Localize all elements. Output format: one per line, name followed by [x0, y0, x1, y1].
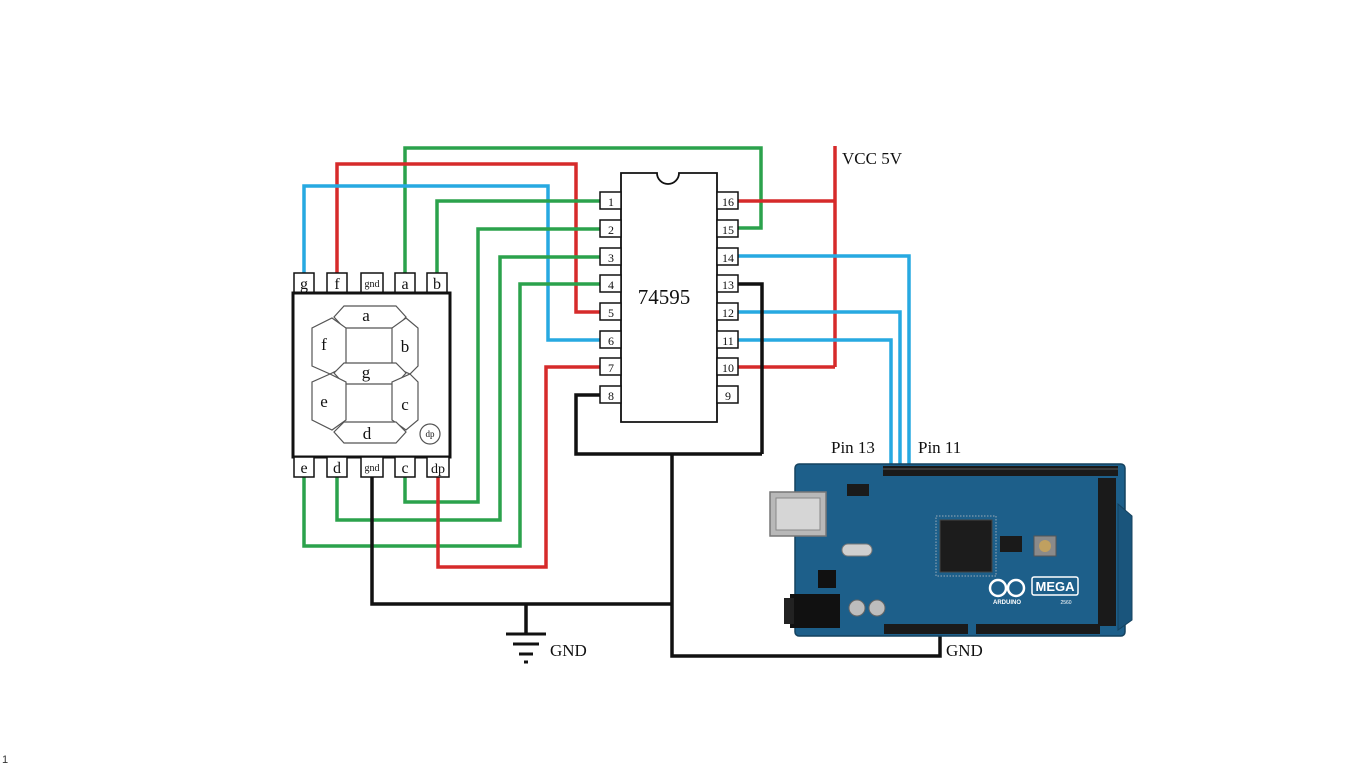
chip-pin-14: 14 [722, 251, 734, 265]
wire-d-to-pin3 [335, 255, 600, 522]
display-pin-dp-box [426, 456, 450, 478]
display-pin-f: f [334, 276, 340, 293]
arduino-logo-left [988, 578, 1008, 598]
wire-a-to-pin15 [403, 146, 763, 273]
wire-e-to-pin4 [302, 282, 600, 548]
pin11-label: Pin 11 [918, 438, 961, 457]
wire-f-to-pin5 [335, 162, 600, 314]
seven-segment-display: g f gnd a b a b c d e f g dp e d gnd c d… [291, 272, 452, 478]
display-pin-d: d [333, 460, 341, 477]
display-pin-gnd-bottom-box [360, 456, 384, 478]
chip-body [620, 172, 718, 423]
segment-e-label: e [320, 392, 328, 411]
analog-header [976, 624, 1100, 634]
segment-g-label: g [362, 363, 371, 382]
chip-pin-8: 8 [608, 389, 614, 403]
segment-d [333, 421, 407, 444]
arduino-mega-board: ARDUINO MEGA 2560 [769, 463, 1133, 637]
segment-d-label: d [363, 424, 372, 443]
atmega-chip [939, 519, 993, 573]
chip-pin-9: 9 [725, 389, 731, 403]
digital-header-top [883, 466, 1118, 476]
segment-f-label: f [321, 335, 327, 354]
display-pin-e-box [293, 456, 315, 478]
slide-number: 1 [2, 754, 9, 766]
arduino-logo-right [1006, 578, 1026, 598]
chip-pin-5: 5 [608, 306, 614, 320]
chip-name: 74595 [638, 285, 691, 309]
power-jack [790, 594, 840, 628]
display-pin-gnd-bottom: gnd [365, 463, 380, 474]
wire-g-to-pin6 [302, 184, 600, 342]
arduino-model: MEGA [1036, 579, 1076, 594]
chip-pin-4: 4 [608, 278, 614, 292]
wire-pin13-gnd [738, 282, 764, 454]
segment-b-label: b [401, 337, 410, 356]
chip-pin-6: 6 [608, 334, 614, 348]
gnd-symbol-label: GND [550, 641, 587, 660]
wire-pin12-arduino [738, 310, 902, 466]
chip-pin-2: 2 [608, 223, 614, 237]
digital-header-right [1098, 478, 1116, 626]
wire-pin11-arduino [738, 338, 893, 466]
chip-pin-15: 15 [722, 223, 734, 237]
wire-pin14-arduino [738, 254, 911, 466]
segment-a-label: a [362, 306, 370, 325]
segment-dp-label: dp [426, 429, 436, 439]
display-pin-e: e [300, 460, 307, 477]
arduino-brand: ARDUINO [993, 600, 1021, 606]
pin13-label: Pin 13 [831, 438, 875, 457]
chip-pin-11: 11 [722, 334, 734, 348]
chip-pin-10: 10 [722, 361, 734, 375]
display-pin-b: b [433, 276, 441, 293]
segment-a [333, 305, 407, 329]
ground-symbol [506, 632, 546, 664]
wire-dp-to-pin7 [436, 365, 600, 569]
segment-c-label: c [401, 395, 409, 414]
wire-pin8-gnd [574, 393, 762, 456]
power-header [884, 624, 968, 634]
segment-c [391, 373, 419, 431]
chip-pin-1: 1 [608, 195, 614, 209]
chip-pin-12: 12 [722, 306, 734, 320]
display-pin-c-box [394, 456, 416, 478]
wire-b-to-pin1 [435, 199, 600, 273]
wire-gnd-vertical [670, 454, 942, 658]
segment-e [311, 373, 347, 431]
chip-pin-13: 13 [722, 278, 734, 292]
display-pin-g: g [300, 276, 308, 293]
segment-dp [419, 423, 441, 445]
display-pin-d-box [326, 456, 348, 478]
display-pin-dp: dp [431, 462, 445, 477]
shift-register-chip: 74595 1 2 3 4 5 6 7 8 16 15 14 13 12 11 … [599, 172, 739, 423]
wires [302, 146, 942, 658]
wire-display-gnd [370, 477, 672, 606]
chip-pin-3: 3 [608, 251, 614, 265]
vcc-label: VCC 5V [842, 149, 903, 168]
arduino-model-number: 2560 [1060, 600, 1071, 606]
chip-pin-7: 7 [608, 361, 614, 375]
chip-pin-16: 16 [722, 195, 734, 209]
gnd-arduino-label: GND [946, 641, 983, 660]
wire-c-to-pin2 [403, 227, 600, 504]
display-pin-a: a [401, 276, 408, 293]
display-pin-c: c [401, 460, 408, 477]
display-pin-gnd-top: gnd [365, 279, 380, 290]
